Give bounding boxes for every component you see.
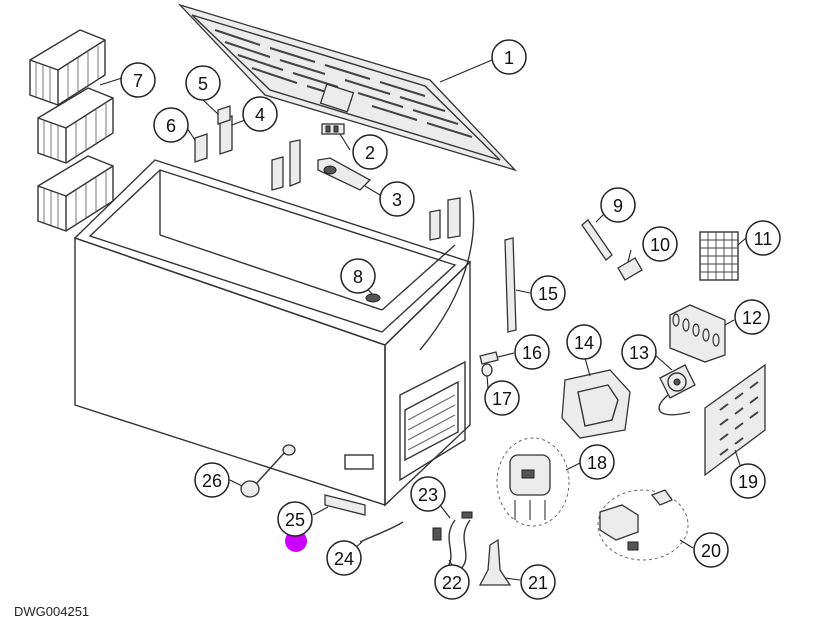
callout-7: 7 — [120, 62, 156, 98]
callout-22: 22 — [434, 564, 470, 600]
callout-label: 18 — [587, 453, 607, 473]
part-condenser-12 — [669, 304, 726, 363]
part-cabinet — [73, 159, 475, 507]
callout-8: 8 — [340, 258, 376, 294]
part-drain-plug — [365, 293, 381, 303]
callout-3: 3 — [379, 181, 415, 217]
part-leg — [324, 494, 366, 516]
part-hinges-4-5-6 — [194, 105, 461, 241]
part-lid — [177, 3, 518, 172]
callout-4: 4 — [242, 96, 278, 132]
callout-label: 26 — [202, 471, 222, 491]
callout-12: 12 — [734, 299, 770, 335]
callout-label: 15 — [538, 284, 558, 304]
callout-label: 9 — [613, 196, 623, 216]
part-tool — [478, 538, 512, 586]
callout-label: 10 — [650, 235, 670, 255]
part-back-panel — [704, 363, 766, 477]
callout-label: 16 — [522, 343, 542, 363]
callout-label: 21 — [528, 573, 548, 593]
callout-label: 8 — [353, 267, 363, 287]
callout-25: 25 — [277, 501, 313, 537]
callout-14: 14 — [566, 324, 602, 360]
part-thermostat — [581, 219, 643, 281]
part-bracket — [561, 369, 631, 439]
leader-lines — [99, 59, 747, 581]
callout-label: 14 — [574, 333, 594, 353]
callout-1: 1 — [491, 39, 527, 75]
part-handle — [240, 444, 296, 498]
callout-label: 11 — [754, 229, 773, 249]
callout-label: 3 — [392, 190, 402, 210]
part-hinge-cover-3 — [317, 157, 372, 191]
callout-label: 2 — [365, 143, 375, 163]
callout-15: 15 — [530, 275, 566, 311]
callout-label: 25 — [285, 510, 305, 530]
callout-label: 4 — [255, 105, 265, 125]
callout-24: 24 — [326, 540, 362, 576]
callout-2: 2 — [352, 134, 388, 170]
callout-21: 21 — [520, 564, 556, 600]
callout-label: 17 — [492, 389, 512, 409]
callout-label: 24 — [334, 549, 354, 569]
part-condenser-11 — [699, 231, 739, 281]
part-hinge-2 — [321, 123, 345, 135]
callout-label: 12 — [742, 308, 762, 328]
callout-label: 19 — [738, 472, 758, 492]
part-baskets — [29, 29, 114, 232]
callout-5: 5 — [185, 65, 221, 101]
callout-10: 10 — [642, 226, 678, 262]
drawing-code: DWG004251 — [14, 604, 90, 619]
part-relay-kit — [597, 489, 689, 561]
callout-13: 13 — [621, 334, 657, 370]
part-fan — [658, 364, 696, 416]
callout-label: 23 — [418, 485, 438, 505]
callout-16: 16 — [514, 334, 550, 370]
callout-19: 19 — [730, 463, 766, 499]
part-wire-harness — [432, 511, 473, 571]
part-compressor — [496, 437, 570, 527]
callout-label: 5 — [198, 74, 208, 94]
callout-label: 7 — [133, 71, 143, 91]
callout-label: 22 — [442, 573, 462, 593]
callout-label: 20 — [701, 541, 721, 561]
callout-label: 13 — [629, 343, 649, 363]
part-side-strip — [504, 237, 517, 333]
callout-9: 9 — [600, 187, 636, 223]
callout-17: 17 — [484, 380, 520, 416]
callouts: 1 2 3 4 5 6 7 8 9 10 11 12 13 14 15 16 1… — [120, 39, 781, 600]
callout-6: 6 — [153, 107, 189, 143]
callout-26: 26 — [194, 462, 230, 498]
callout-label: 1 — [504, 48, 514, 68]
callout-11: 11 — [745, 220, 781, 256]
callout-20: 20 — [693, 532, 729, 568]
callout-23: 23 — [410, 476, 446, 512]
part-wire — [359, 521, 404, 543]
callout-label: 6 — [166, 116, 176, 136]
part-clips — [479, 351, 499, 377]
callout-18: 18 — [579, 444, 615, 480]
